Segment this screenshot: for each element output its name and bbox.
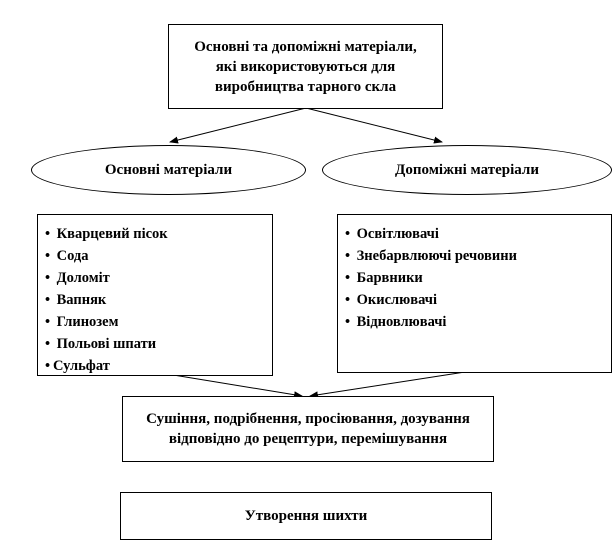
auxiliary-materials-list: • Освітлювачі • Знебарвлюючі речовини • … xyxy=(337,214,612,373)
list-item: • Польові шпати xyxy=(45,333,272,355)
bullet-icon: • xyxy=(345,292,351,308)
process-box: Сушіння, подрібнення, просіювання, дозув… xyxy=(122,396,494,462)
list-item: • Сода xyxy=(45,245,272,267)
main-materials-label: Основні матеріали xyxy=(104,161,233,178)
top-box-line: виробництва тарного скла xyxy=(214,78,397,95)
top-box-line: які використовуються для xyxy=(215,58,396,75)
bullet-icon: • xyxy=(45,336,51,352)
list-item: • Барвники xyxy=(345,267,611,289)
bullet-icon: • xyxy=(45,292,51,308)
list-item: • Освітлювачі xyxy=(345,223,611,245)
result-box: Утворення шихти xyxy=(120,492,492,540)
top-box-line: Основні та допоміжні матеріали, xyxy=(194,38,417,55)
bullet-icon: • xyxy=(45,358,51,374)
bullet-icon: • xyxy=(45,248,51,264)
list-item: • Знебарвлюючі речовини xyxy=(345,245,611,267)
list-item: • Вапняк xyxy=(45,289,272,311)
main-materials-ellipse: Основні матеріали xyxy=(31,145,306,195)
list-item: •Сульфат xyxy=(45,355,272,377)
main-materials-list: • Кварцевий пісок • Сода • Доломіт • Вап… xyxy=(37,214,273,376)
auxiliary-materials-ellipse: Допоміжні матеріали xyxy=(322,145,612,195)
arrow-right-list-to-process xyxy=(309,371,466,399)
list-item: • Доломіт xyxy=(45,267,272,289)
process-box-line: відповідно до рецептури, перемішування xyxy=(168,431,448,447)
bullet-icon: • xyxy=(45,314,51,330)
arrow-top-to-right-ellipse xyxy=(305,107,443,144)
list-item: • Відновлювачі xyxy=(345,311,611,333)
bullet-icon: • xyxy=(345,248,351,264)
bullet-icon: • xyxy=(345,226,351,242)
bullet-icon: • xyxy=(45,270,51,286)
result-box-label: Утворення шихти xyxy=(244,508,368,524)
top-box: Основні та допоміжні матеріали, які вико… xyxy=(168,24,443,109)
bullet-icon: • xyxy=(345,314,351,330)
bullet-icon: • xyxy=(45,226,51,242)
arrow-top-to-left-ellipse xyxy=(169,107,307,144)
process-box-line: Сушіння, подрібнення, просіювання, дозув… xyxy=(146,411,470,427)
list-item: • Кварцевий пісок xyxy=(45,223,272,245)
list-item: • Глинозем xyxy=(45,311,272,333)
arrow-left-list-to-process xyxy=(154,371,303,399)
list-item: • Окислювачі xyxy=(345,289,611,311)
bullet-icon: • xyxy=(345,270,351,286)
auxiliary-materials-label: Допоміжні матеріали xyxy=(395,161,539,178)
